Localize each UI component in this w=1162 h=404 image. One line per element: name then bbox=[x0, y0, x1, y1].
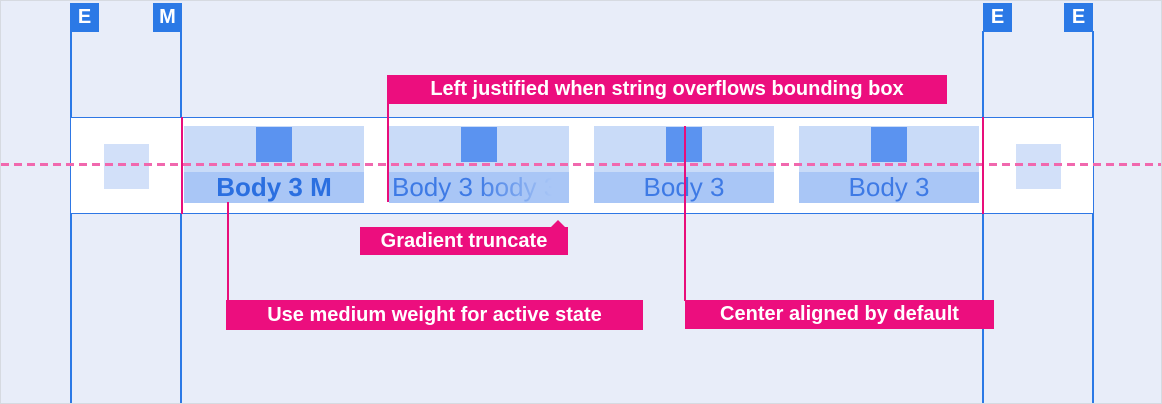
tab-icon-placeholder bbox=[461, 127, 497, 162]
tab-icon-placeholder bbox=[256, 127, 292, 162]
leader-line-overflow bbox=[387, 103, 389, 202]
leader-line-band-end bbox=[982, 117, 984, 214]
leader-line-center-aligned bbox=[684, 126, 686, 301]
margin-chip-e-right-inner: E bbox=[983, 3, 1012, 32]
ruler-gridline-right-e-inner bbox=[982, 31, 984, 403]
annotation-medium-weight: Use medium weight for active state bbox=[226, 300, 643, 330]
center-dashed-line bbox=[1, 163, 1161, 166]
ruler-gridline-right-e-outer bbox=[1092, 31, 1094, 403]
tab-label: Body 3 M bbox=[184, 172, 364, 203]
tab-label: Body 3 bbox=[799, 172, 979, 203]
leader-line-active-label bbox=[227, 202, 229, 301]
annotation-left-justified: Left justified when string overflows bou… bbox=[387, 75, 947, 104]
tab-label: Body 3 body 3 b bbox=[389, 172, 569, 203]
edge-placeholder-square-left bbox=[104, 144, 149, 189]
leader-line-band-start bbox=[181, 117, 183, 214]
edge-placeholder-square-right bbox=[1016, 144, 1061, 189]
ruler-gridline-left-m bbox=[180, 31, 182, 403]
margin-chip-e-right-outer: E bbox=[1064, 3, 1093, 32]
margin-chip-e-left: E bbox=[70, 3, 99, 32]
ruler-gridline-left-e bbox=[70, 31, 72, 403]
annotation-pointer-up-icon bbox=[550, 220, 566, 228]
gradient-truncate-fade bbox=[477, 172, 569, 203]
tab-icon-placeholder bbox=[871, 127, 907, 162]
margin-chip-m: M bbox=[153, 3, 182, 32]
annotation-gradient-truncate: Gradient truncate bbox=[360, 227, 568, 255]
annotation-center-aligned: Center aligned by default bbox=[685, 300, 994, 329]
